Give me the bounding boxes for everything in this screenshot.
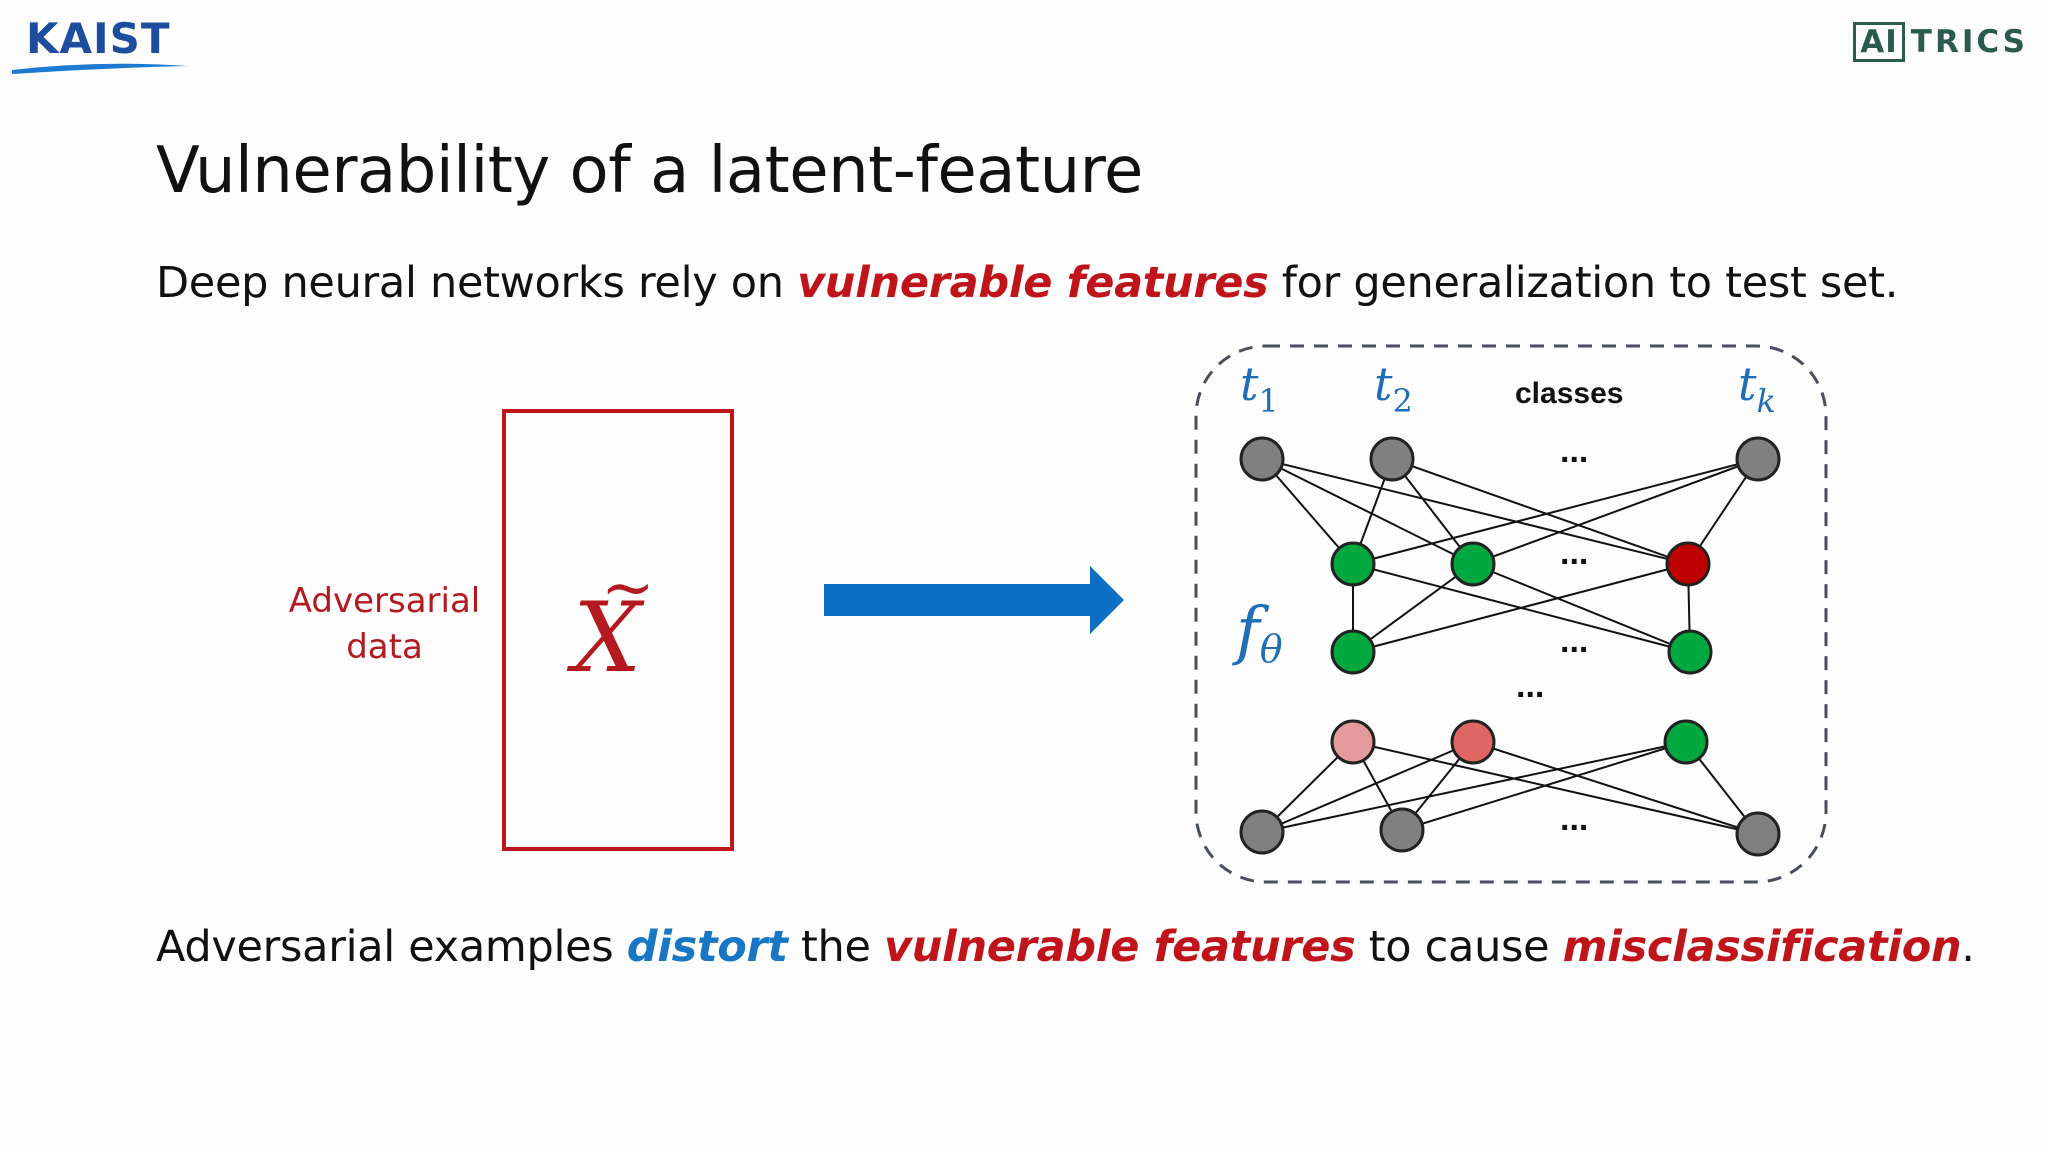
subtitle-after: for generalization to test set. bbox=[1268, 258, 1899, 308]
aitrics-logo-text: TRICS bbox=[1910, 24, 2028, 60]
caption: Adversarial examples distort the vulnera… bbox=[156, 922, 1975, 972]
network-node-b3 bbox=[1667, 629, 1713, 675]
network-edge bbox=[1472, 563, 1691, 653]
x-symbol: X bbox=[573, 582, 642, 694]
network-node-o1 bbox=[1239, 436, 1285, 482]
classes-label: classes bbox=[1515, 377, 1623, 410]
network-edge bbox=[1261, 458, 1689, 565]
kaist-logo-text: KAIST bbox=[26, 14, 171, 63]
network-edge bbox=[1472, 458, 1759, 565]
network-node-a2 bbox=[1450, 541, 1496, 587]
ellipsis-top: ... bbox=[1560, 432, 1588, 470]
subtitle: Deep neural networks rely on vulnerable … bbox=[156, 258, 1898, 308]
class-label-t1: t1 bbox=[1240, 357, 1279, 420]
network-node-o2 bbox=[1369, 436, 1415, 482]
caption-vulnerable-features: vulnerable features bbox=[884, 922, 1356, 972]
caption-distort: distort bbox=[626, 922, 788, 972]
adversarial-label-line2: data bbox=[346, 627, 423, 667]
ellipsis-bottom: ... bbox=[1560, 800, 1588, 838]
network-node-i1 bbox=[1239, 809, 1285, 855]
slide-title: Vulnerability of a latent-feature bbox=[156, 134, 1143, 208]
caption-misclassification: misclassification bbox=[1562, 922, 1962, 972]
network-edge bbox=[1261, 458, 1354, 565]
network-edges bbox=[1261, 458, 1759, 835]
network-edge bbox=[1352, 458, 1759, 565]
subtitle-before: Deep neural networks rely on bbox=[156, 258, 798, 308]
aitrics-logo-box: AI bbox=[1853, 22, 1905, 62]
network-edge bbox=[1401, 741, 1687, 831]
network-node-d3 bbox=[1663, 719, 1709, 765]
network-node-ik bbox=[1735, 811, 1781, 857]
caption-part3: to cause bbox=[1355, 922, 1563, 972]
network-node-a3 bbox=[1665, 541, 1711, 587]
network-edge bbox=[1261, 741, 1474, 833]
class-label-t2: t2 bbox=[1374, 357, 1413, 420]
network-edge bbox=[1261, 458, 1474, 565]
aitrics-logo: AI TRICS bbox=[1853, 22, 2028, 62]
network-node-i2 bbox=[1379, 807, 1425, 853]
network-node-ok bbox=[1735, 436, 1781, 482]
ellipsis-layers: ... bbox=[1516, 667, 1544, 705]
x-tilde-symbol: ~ X bbox=[573, 556, 655, 686]
network-node-d1 bbox=[1330, 719, 1376, 765]
subtitle-emphasis: vulnerable features bbox=[797, 258, 1269, 308]
adversarial-label-line1: Adversarial bbox=[288, 581, 481, 621]
network-edge bbox=[1352, 563, 1474, 653]
kaist-logo-swoosh bbox=[12, 63, 188, 74]
adversarial-input-box bbox=[502, 409, 734, 851]
ellipsis-hidden2: ... bbox=[1560, 622, 1588, 660]
network-node-a1 bbox=[1330, 541, 1376, 587]
network-node-d2 bbox=[1450, 719, 1496, 765]
network-dashed-border bbox=[1194, 344, 1828, 884]
caption-part4: . bbox=[1961, 922, 1975, 972]
network-nodes bbox=[1239, 436, 1781, 857]
class-label-tk: tk bbox=[1738, 357, 1776, 420]
caption-part1: Adversarial examples bbox=[156, 922, 627, 972]
ellipsis-hidden1: ... bbox=[1560, 534, 1588, 572]
x-tilde-accent: ~ bbox=[601, 551, 655, 625]
function-label: fθ bbox=[1232, 594, 1283, 671]
network-node-b1 bbox=[1330, 629, 1376, 675]
caption-part2: the bbox=[787, 922, 885, 972]
network-edge bbox=[1352, 741, 1759, 835]
network-edge bbox=[1261, 741, 1687, 833]
network-edge bbox=[1352, 563, 1689, 653]
network-edge bbox=[1472, 741, 1759, 835]
network-edge bbox=[1391, 458, 1689, 565]
kaist-logo: KAIST bbox=[10, 14, 190, 76]
adversarial-data-label: Adversarial data bbox=[282, 578, 487, 670]
arrow-right-icon bbox=[824, 566, 1124, 634]
